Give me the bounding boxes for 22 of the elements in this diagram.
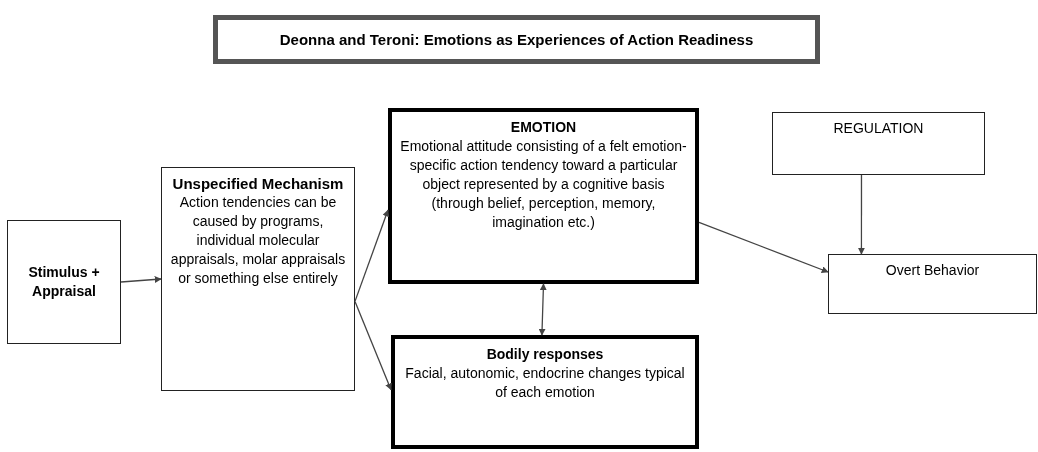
bodily-responses-box	[391, 335, 699, 449]
emotion-box	[388, 108, 699, 284]
arrow	[857, 174, 865, 255]
arrow	[538, 283, 547, 336]
stimulus-box	[7, 220, 121, 344]
arrow	[120, 276, 162, 283]
box-description: Emotional attitude consisting of a felt emotion-specific action tendency toward a particular object represented by a cognitive basis (through belief, perception, memory, imagination etc.)	[400, 137, 687, 232]
arrow	[698, 221, 829, 273]
regulation-box	[772, 112, 985, 175]
arrow	[354, 300, 392, 391]
box-description: Facial, autonomic, endocrine changes typical of each emotion	[404, 364, 686, 402]
box-description: Action tendencies can be caused by programs, individual molecular appraisals, molar appraisals or something else entirely	[170, 193, 346, 288]
behavior-box	[828, 254, 1037, 314]
box-heading: Unspecified Mechanism	[172, 174, 344, 193]
box-heading: EMOTION	[510, 118, 577, 137]
box-label: REGULATION	[833, 119, 924, 138]
box-label: Stimulus + Appraisal	[27, 263, 101, 301]
box-heading: Bodily responses	[486, 345, 604, 364]
mechanism-box	[161, 167, 355, 391]
title: Deonna and Teroni: Emotions as Experiences of Action Readiness	[279, 31, 754, 48]
box-label: Overt Behavior	[885, 261, 980, 280]
arrow	[354, 209, 390, 303]
